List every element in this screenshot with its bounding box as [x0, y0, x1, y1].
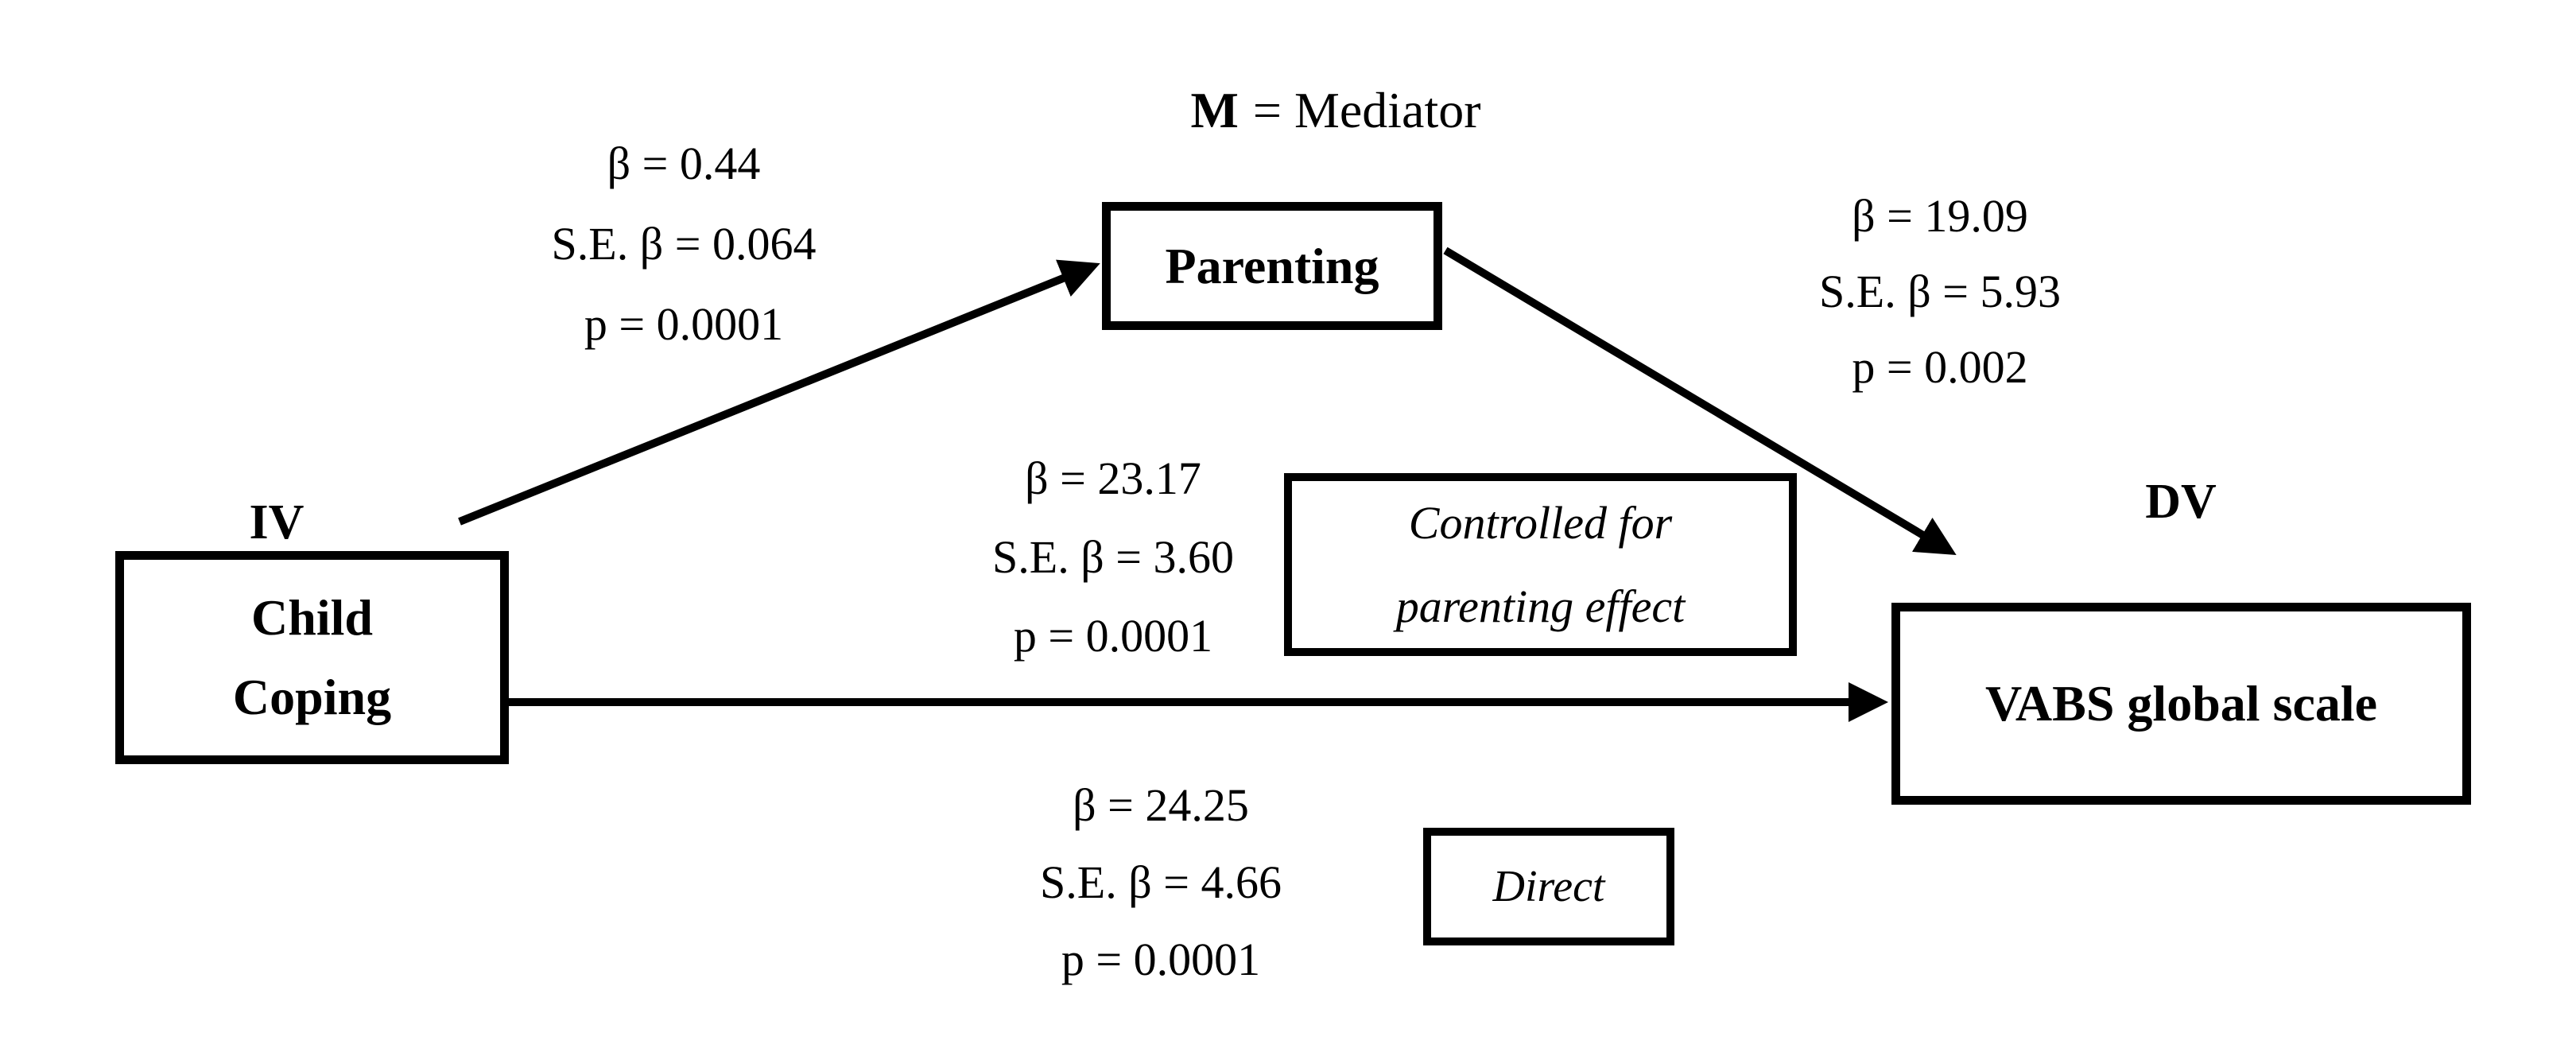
- stats-a-path: β = 0.44 S.E. β = 0.064 p = 0.0001: [437, 123, 930, 364]
- stats-b-se: S.E. β = 5.93: [1819, 266, 2061, 317]
- controlled-label-line1: Controlled for: [1408, 497, 1673, 549]
- stats-c-direct-path: β = 24.25 S.E. β = 4.66 p = 0.0001: [914, 767, 1407, 998]
- stats-a-p: p = 0.0001: [584, 298, 784, 350]
- mediator-definition: = Mediator: [1252, 82, 1481, 138]
- node-parenting: Parenting: [1102, 202, 1442, 330]
- vabs-label: VABS global scale: [1984, 675, 2378, 732]
- child-coping-label-line1: Child: [251, 589, 373, 646]
- stats-a-se: S.E. β = 0.064: [551, 218, 817, 270]
- direct-effect-box: Direct: [1423, 828, 1674, 945]
- mediator-legend: M= Mediator: [1081, 81, 1590, 140]
- stats-c-p: p = 0.0001: [1013, 610, 1213, 662]
- stats-c-se: S.E. β = 3.60: [992, 531, 1234, 583]
- stats-d-beta: β = 24.25: [1073, 779, 1249, 831]
- stats-b-beta: β = 19.09: [1852, 190, 2028, 242]
- stats-c-controlled-path: β = 23.17 S.E. β = 3.60 p = 0.0001: [867, 439, 1360, 675]
- arrow-b-path-mediator-to-dv: [1443, 247, 1957, 556]
- dv-label: DV: [2145, 475, 2217, 529]
- node-child-coping: Child Coping: [115, 551, 509, 764]
- child-coping-label-line2: Coping: [232, 669, 392, 725]
- parenting-label: Parenting: [1165, 237, 1379, 294]
- node-vabs-global-scale: VABS global scale: [1891, 603, 2471, 805]
- controlled-for-parenting-box: Controlled for parenting effect: [1284, 473, 1797, 656]
- direct-label: Direct: [1492, 862, 1605, 911]
- stats-b-p: p = 0.002: [1852, 341, 2028, 393]
- arrow-a-path-iv-to-mediator: [458, 259, 1100, 526]
- stats-a-beta: β = 0.44: [607, 138, 761, 189]
- iv-label: IV: [249, 495, 305, 549]
- stats-d-p: p = 0.0001: [1061, 934, 1261, 985]
- controlled-label-line2: parenting effect: [1395, 580, 1686, 632]
- mediator-symbol: M: [1190, 82, 1239, 138]
- stats-b-path: β = 19.09 S.E. β = 5.93 p = 0.002: [1693, 178, 2186, 405]
- stats-c-beta: β = 23.17: [1025, 452, 1201, 504]
- stats-d-se: S.E. β = 4.66: [1040, 856, 1282, 908]
